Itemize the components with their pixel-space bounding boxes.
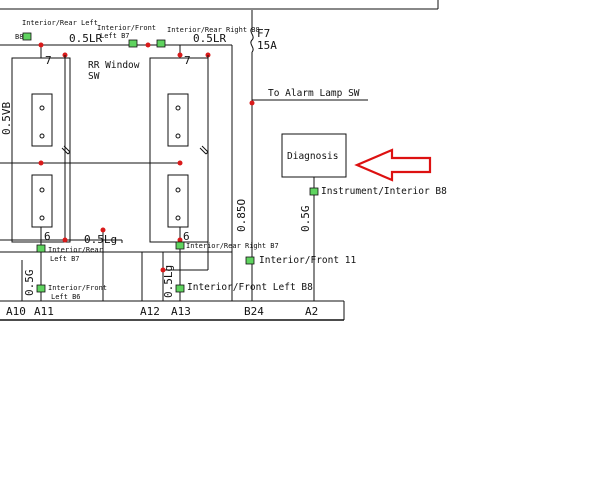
pin-a11: A11: [34, 305, 54, 318]
connector-icon: [22, 32, 32, 41]
label-wire-05lg: 0.5Lg: [84, 233, 117, 246]
right-led-icon: [199, 145, 209, 155]
label-conn-front-left-b6-2: Left B6: [51, 293, 81, 301]
right-switch-frame: [149, 57, 209, 243]
label-instrument-interior: Instrument/Interior B8: [321, 186, 447, 197]
label-fuse-rating: 15A: [257, 39, 277, 52]
label-rr-window: RR Window: [88, 60, 140, 71]
label-fuse-name: F7: [257, 27, 270, 40]
label-pin7-left: 7: [45, 54, 52, 67]
connector-icon: [175, 241, 185, 250]
label-conn-rear-left-b7-2: Left B7: [50, 255, 80, 263]
connector-icon: [36, 244, 46, 253]
fuse-f7-icon: [250, 27, 254, 53]
label-to-alarm: To Alarm Lamp SW: [268, 88, 360, 99]
left-switch-lower: [31, 174, 53, 228]
pointer-arrow-icon: [354, 148, 432, 182]
label-wire-05g-right: 0.5G: [299, 206, 312, 233]
left-switch-contact: [39, 187, 45, 193]
left-switch-contact: [39, 215, 45, 221]
junction-node: [160, 267, 166, 273]
right-switch-contact: [175, 187, 181, 193]
label-wire-05lg-vert: 0.5Lg: [162, 265, 175, 298]
label-wire-05lr-2: 0.5LR: [193, 32, 226, 45]
junction-node: [145, 42, 151, 48]
label-conn-front-left-b6: Interior/Front: [48, 284, 107, 292]
label-conn-front-left-b8: Interior/Front Left B8: [187, 282, 313, 293]
label-pin6-right: 6: [183, 230, 190, 243]
left-switch-contact: [39, 133, 45, 139]
label-conn-rear-right-b8: Interior/Rear Right B8: [167, 26, 260, 34]
connector-icon: [128, 39, 138, 48]
junction-node: [62, 237, 68, 243]
label-pin6-left: 6: [44, 230, 51, 243]
connector-icon: [309, 187, 319, 196]
junction-node: [177, 160, 183, 166]
junction-node: [38, 42, 44, 48]
pin-a13: A13: [171, 305, 191, 318]
left-switch-upper: [31, 93, 53, 147]
junction-node: [100, 227, 106, 233]
label-conn-rear-left: Interior/Rear Left: [22, 19, 98, 27]
label-conn-b8: B8: [15, 33, 23, 41]
label-pin7-right: 7: [184, 54, 191, 67]
label-conn-front-left-b7: Left B7: [100, 32, 130, 40]
label-conn-rear-right-b7: Interior/Rear Right B7: [186, 242, 279, 250]
pin-a12: A12: [140, 305, 160, 318]
label-wire-05vb: 0.5VB: [0, 102, 13, 135]
junction-node: [177, 52, 183, 58]
connector-icon: [36, 284, 46, 293]
right-switch-contact: [175, 105, 181, 111]
left-led-icon: [61, 145, 71, 155]
label-conn-front-left: Interior/Front: [97, 24, 156, 32]
connector-icon: [175, 284, 185, 293]
label-rr-window-sw: SW: [88, 71, 100, 82]
label-diagnosis: Diagnosis: [287, 151, 338, 162]
label-interior-front-11: Interior/Front 11: [259, 255, 357, 266]
label-conn-rear-left-b7: Interior/Rear: [48, 246, 103, 254]
pin-b24: B24: [244, 305, 264, 318]
right-switch-lower: [167, 174, 189, 228]
label-wire-085o: 0.85O: [235, 199, 248, 232]
right-switch-contact: [175, 133, 181, 139]
pin-a10: A10: [6, 305, 26, 318]
junction-node: [38, 160, 44, 166]
connector-icon: [245, 256, 255, 265]
left-switch-frame: [11, 57, 71, 243]
right-switch-contact: [175, 215, 181, 221]
junction-node: [249, 100, 255, 106]
left-switch-contact: [39, 105, 45, 111]
pin-a2: A2: [305, 305, 318, 318]
label-wire-05g-left: 0.5G: [23, 270, 36, 297]
connector-icon: [156, 39, 166, 48]
junction-node: [177, 237, 183, 243]
right-switch-upper: [167, 93, 189, 147]
label-wire-05lr-1: 0.5LR: [69, 32, 102, 45]
